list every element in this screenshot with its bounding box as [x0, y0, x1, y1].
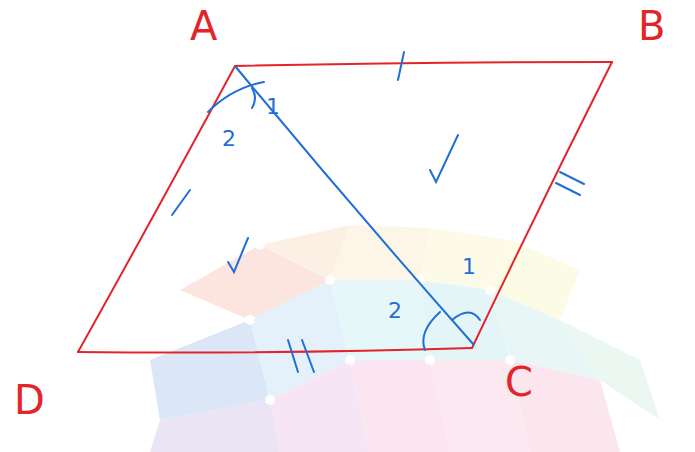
vertex-label: B: [638, 6, 665, 46]
vertex-label: D: [14, 380, 45, 420]
diagonal-line: [235, 66, 474, 345]
angle-number: 2: [388, 300, 402, 322]
angle-number: 1: [266, 96, 280, 118]
check-marks: [228, 135, 458, 272]
watermark-pattern: [150, 225, 660, 452]
vertex-label: A: [190, 6, 217, 46]
tick-marks: [172, 52, 584, 372]
vertex-label: C: [505, 362, 533, 402]
angle-number: 2: [222, 128, 236, 150]
angle-arcs: [208, 82, 480, 350]
parallelogram-outline: [78, 62, 612, 353]
angle-number: 1: [462, 256, 476, 278]
